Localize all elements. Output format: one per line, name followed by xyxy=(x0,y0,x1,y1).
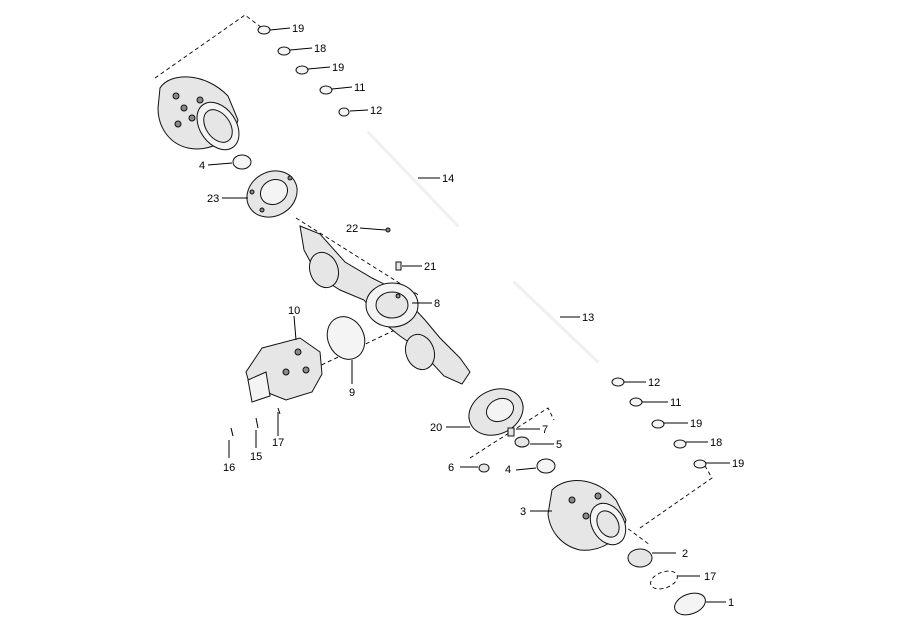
screw-22 xyxy=(385,227,391,233)
callout-4-upper: 4 xyxy=(199,160,205,172)
callout-15: 15 xyxy=(250,451,262,463)
axle-shaft-upper xyxy=(366,130,460,228)
callout-labels: 19 18 19 11 12 14 4 23 22 21 8 10 9 13 1… xyxy=(199,23,744,609)
callout-10: 10 xyxy=(288,305,300,317)
upper-seal-stack xyxy=(257,25,350,117)
spring-5 xyxy=(514,436,530,448)
assembly-guide-lines xyxy=(154,14,713,546)
callout-17-right: 17 xyxy=(704,571,716,583)
callout-6: 6 xyxy=(448,462,454,474)
callout-19-top: 19 xyxy=(292,23,304,35)
bearing-ring-lower xyxy=(536,458,556,474)
callout-4-lower: 4 xyxy=(505,464,511,476)
callout-2: 2 xyxy=(682,548,688,560)
callout-5: 5 xyxy=(556,439,562,451)
callout-12-upper: 12 xyxy=(370,105,382,117)
gasket-9 xyxy=(326,316,366,360)
bolt-16 xyxy=(230,427,234,437)
differential-carrier xyxy=(245,337,323,403)
leader-lines xyxy=(207,27,730,603)
snap-ring-17 xyxy=(650,570,678,590)
brake-plate-lower xyxy=(468,388,524,436)
axle-housing xyxy=(299,225,471,385)
screw-6 xyxy=(478,463,490,473)
callout-9: 9 xyxy=(349,387,355,399)
callout-19-upper: 19 xyxy=(332,62,344,74)
callout-11-upper: 11 xyxy=(354,82,365,94)
callout-22: 22 xyxy=(346,223,358,235)
upper-hub-assembly xyxy=(157,76,240,151)
callout-18-lower: 18 xyxy=(710,437,722,449)
brake-plate-upper xyxy=(246,170,298,218)
callout-19-bottom: 19 xyxy=(732,458,744,470)
bolt-15 xyxy=(255,417,259,429)
callout-7: 7 xyxy=(542,424,548,436)
gear-1 xyxy=(674,592,706,616)
callout-8: 8 xyxy=(434,298,440,310)
axle-shaft-lower xyxy=(512,280,600,364)
bolt-7 xyxy=(507,427,515,437)
callout-14: 14 xyxy=(442,173,454,185)
callout-12-lower: 12 xyxy=(648,377,660,389)
callout-18-top: 18 xyxy=(314,43,326,55)
callout-17-left: 17 xyxy=(272,437,284,449)
callout-20: 20 xyxy=(430,422,442,434)
stud-17 xyxy=(277,407,281,415)
callout-13: 13 xyxy=(582,312,594,324)
screw-21 xyxy=(395,261,402,271)
lower-seal-stack xyxy=(611,377,707,469)
flange-2 xyxy=(627,548,653,568)
bearing-ring-upper xyxy=(232,154,252,170)
callout-16: 16 xyxy=(223,462,235,474)
callout-11-lower: 11 xyxy=(670,397,681,409)
callout-23: 23 xyxy=(207,193,219,205)
callout-21: 21 xyxy=(424,261,436,273)
callout-19-lower: 19 xyxy=(690,418,702,430)
callout-3: 3 xyxy=(520,506,526,518)
callout-1: 1 xyxy=(728,597,734,609)
lower-hub-assembly xyxy=(547,480,627,551)
